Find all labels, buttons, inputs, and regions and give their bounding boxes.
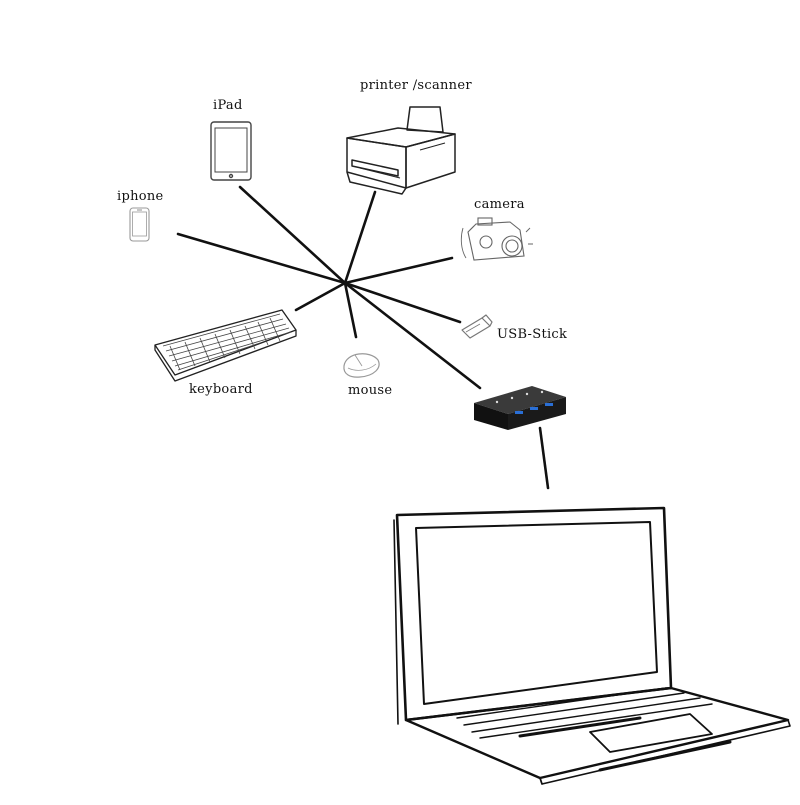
line-camera: [343, 256, 454, 285]
laptop-icon: [393, 506, 791, 785]
mouse-icon: [343, 353, 380, 378]
line-usb-stick: [343, 281, 462, 324]
line-ipad: [238, 185, 347, 285]
hub-port: [545, 403, 553, 406]
smartphone-icon: [129, 207, 150, 242]
ipad-label: iPad: [213, 98, 243, 113]
keyboard-label: keyboard: [189, 382, 253, 397]
line-mouse: [343, 281, 358, 339]
line-laptop: [538, 426, 550, 490]
usb-hub-icon: [474, 386, 566, 430]
usb-stick-icon: [461, 314, 493, 339]
usb-stick-label: USB-Stick: [497, 327, 568, 342]
mouse-label: mouse: [348, 383, 393, 398]
camera-icon: [460, 217, 533, 261]
line-keyboard: [294, 281, 347, 312]
connection-lines: [176, 185, 550, 490]
camera-label: camera: [474, 197, 525, 212]
line-hub: [343, 281, 482, 390]
hub-port: [530, 407, 538, 410]
printer-label: printer /scanner: [360, 78, 472, 93]
iphone-label: iphone: [117, 189, 164, 204]
line-iphone: [176, 232, 347, 285]
line-printer: [343, 190, 377, 285]
hub-port: [515, 411, 523, 414]
keyboard-icon: [154, 309, 297, 382]
tablet-icon: [210, 121, 252, 181]
printer-icon: [346, 106, 456, 195]
